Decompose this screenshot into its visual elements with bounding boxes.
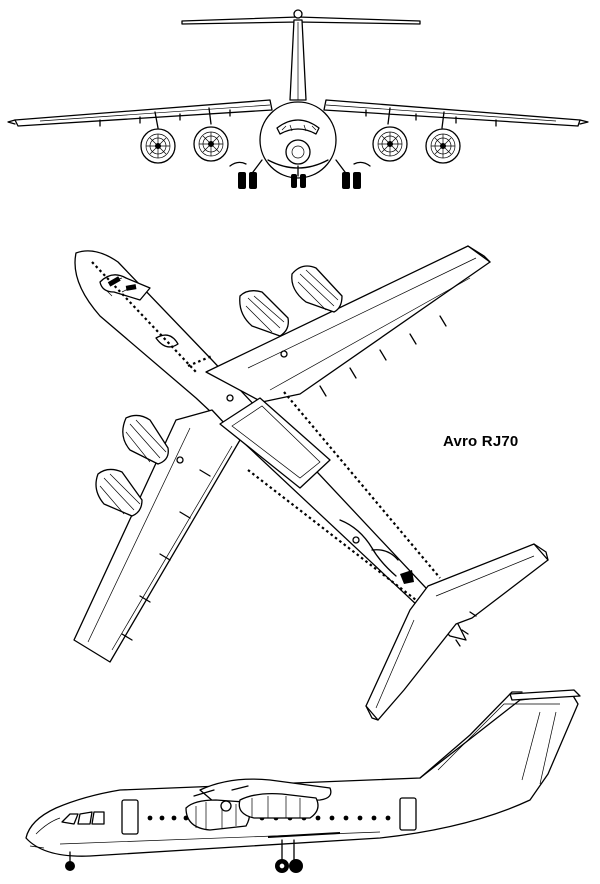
front-view-wings bbox=[7, 99, 589, 127]
aircraft-title: Avro RJ70 bbox=[443, 433, 519, 450]
front-view-landing-gear bbox=[229, 159, 371, 189]
side-view-rear-door bbox=[399, 797, 417, 831]
front-view-engines bbox=[140, 107, 461, 164]
plan-view-engines-left bbox=[95, 414, 169, 517]
side-view-tailplane bbox=[509, 689, 581, 701]
side-view-cockpit-windows bbox=[61, 811, 105, 825]
front-view-fuselage bbox=[259, 101, 337, 179]
side-view-front-door bbox=[121, 799, 139, 835]
side-view-landing-gear bbox=[65, 839, 303, 873]
side-view-wing-and-engines bbox=[185, 778, 332, 831]
plan-view-tailplane bbox=[365, 543, 549, 721]
plan-view-engines-right bbox=[239, 265, 343, 337]
plan-view-right-wing bbox=[205, 245, 491, 403]
side-view-fuselage bbox=[25, 693, 579, 857]
